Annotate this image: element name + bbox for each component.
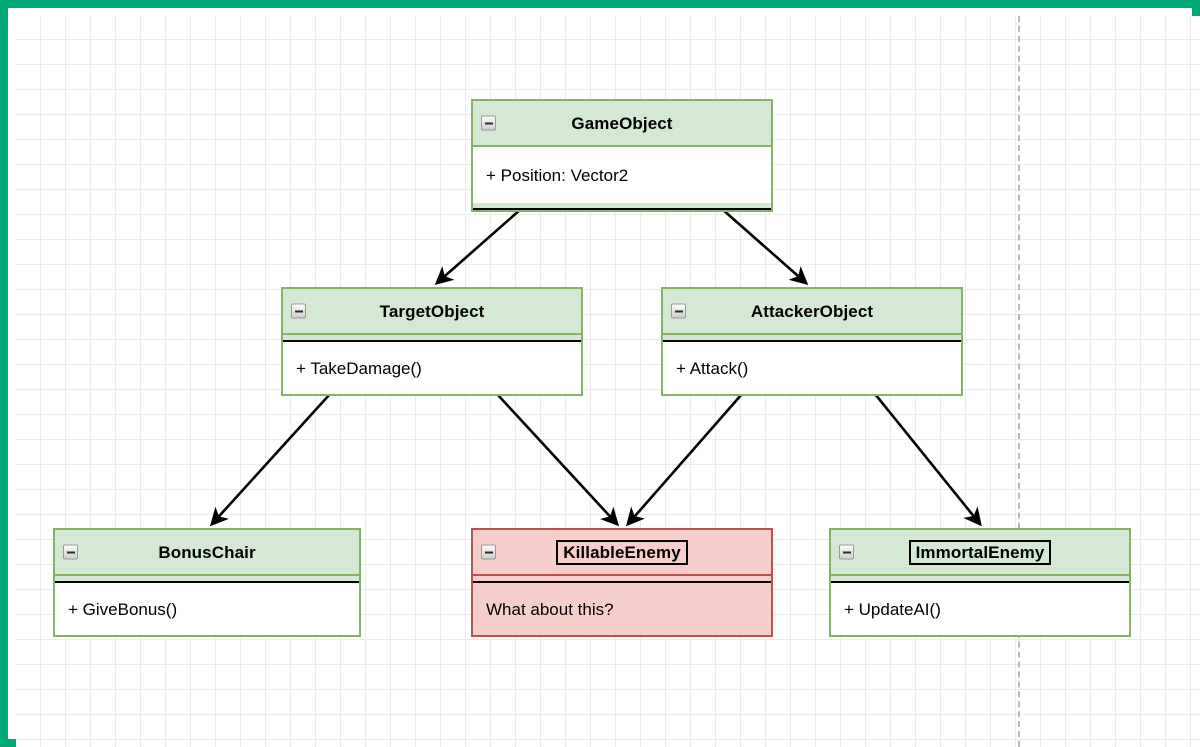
minus-glyph-icon <box>674 310 683 312</box>
uml-members-compartment: + Attack() <box>663 342 961 394</box>
uml-class-name: ImmortalEnemy <box>908 539 1052 565</box>
minus-glyph-icon <box>842 551 851 553</box>
uml-member-row: + TakeDamage() <box>296 358 422 378</box>
uml-empty-attributes-compartment <box>473 203 771 210</box>
uml-member-row: + UpdateAI() <box>844 599 941 619</box>
collapse-icon[interactable] <box>481 115 496 131</box>
uml-title-band-bonus-chair: BonusChair <box>55 530 359 576</box>
uml-class-name: GameObject <box>571 113 673 133</box>
uml-title-band-game-object: GameObject <box>473 101 771 147</box>
uml-empty-attributes-compartment <box>283 335 581 342</box>
uml-member-row: What about this? <box>486 599 614 619</box>
collapse-icon[interactable] <box>63 544 78 560</box>
uml-members-compartment: + Position: Vector2 <box>473 147 771 203</box>
uml-empty-attributes-compartment <box>663 335 961 342</box>
uml-members-compartment: + GiveBonus() <box>55 583 359 635</box>
uml-empty-attributes-compartment <box>55 576 359 583</box>
uml-class-target-object[interactable]: TargetObject + TakeDamage() <box>281 287 583 396</box>
uml-class-name: AttackerObject <box>750 301 874 321</box>
minus-glyph-icon <box>66 551 75 553</box>
uml-empty-attributes-compartment <box>473 576 771 583</box>
uml-empty-attributes-compartment <box>831 576 1129 583</box>
uml-members-compartment: + UpdateAI() <box>831 583 1129 635</box>
uml-title-band-killable-enemy: KillableEnemy <box>473 530 771 576</box>
minus-glyph-icon <box>484 122 493 124</box>
uml-class-name: BonusChair <box>158 542 256 562</box>
uml-member-row: + GiveBonus() <box>68 599 178 619</box>
collapse-icon[interactable] <box>671 303 686 319</box>
collapse-icon[interactable] <box>839 544 854 560</box>
collapse-icon[interactable] <box>291 303 306 319</box>
uml-title-band-immortal-enemy: ImmortalEnemy <box>831 530 1129 576</box>
uml-class-bonus-chair[interactable]: BonusChair + GiveBonus() <box>53 528 361 637</box>
uml-member-row: + Position: Vector2 <box>486 165 629 185</box>
uml-class-game-object[interactable]: GameObject + Position: Vector2 <box>471 99 773 212</box>
uml-class-attacker-object[interactable]: AttackerObject + Attack() <box>661 287 963 396</box>
collapse-icon[interactable] <box>481 544 496 560</box>
uml-members-compartment: What about this? <box>473 583 771 635</box>
uml-title-band-target-object: TargetObject <box>283 289 581 335</box>
page-break-guide <box>1018 16 1020 747</box>
uml-class-name: TargetObject <box>379 301 485 321</box>
minus-glyph-icon <box>484 551 493 553</box>
uml-member-row: + Attack() <box>676 358 749 378</box>
uml-members-compartment: + TakeDamage() <box>283 342 581 394</box>
uml-class-name: KillableEnemy <box>556 539 688 565</box>
uml-class-immortal-enemy[interactable]: ImmortalEnemy + UpdateAI() <box>829 528 1131 637</box>
minus-glyph-icon <box>294 310 303 312</box>
uml-title-band-attacker-object: AttackerObject <box>663 289 961 335</box>
